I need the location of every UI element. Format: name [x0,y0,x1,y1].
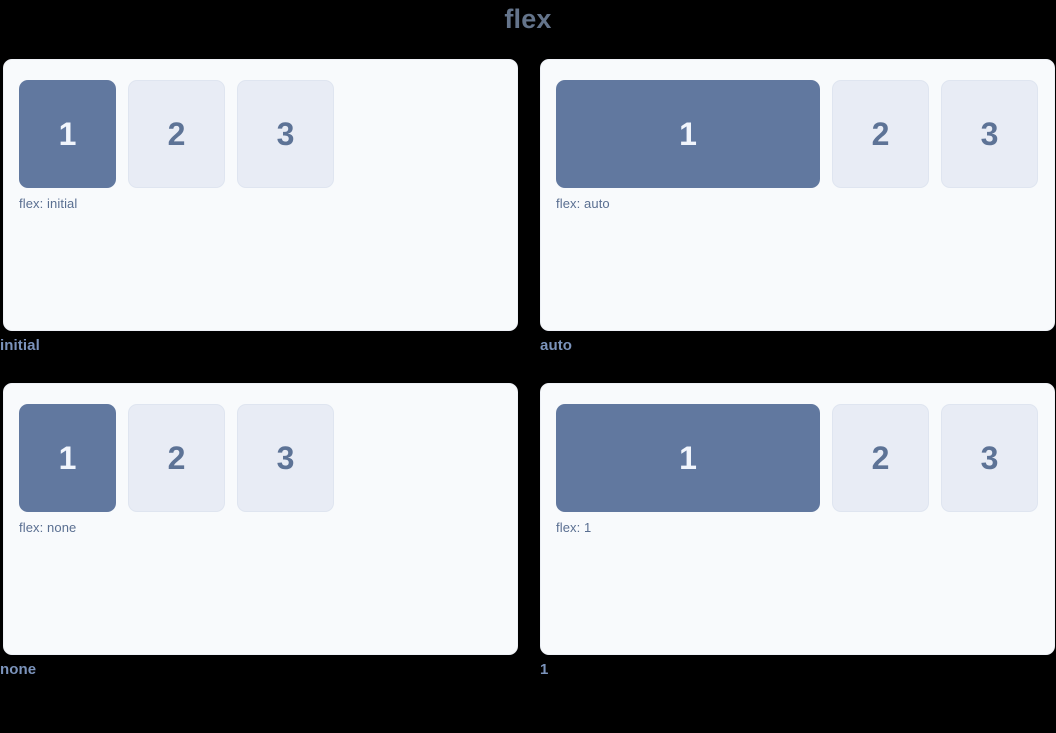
flex-item-3: 3 [941,404,1038,512]
flex-item-3: 3 [237,80,334,188]
flex-item-3: 3 [237,404,334,512]
page-title: flex [504,4,552,34]
demo-label-auto: auto [540,337,573,354]
demo-panel-none: 1 2 3 flex: none [3,383,518,655]
flex-item-3: 3 [941,80,1038,188]
panel-caption-one: flex: 1 [556,520,592,535]
demo-panel-auto: 1 2 3 flex: auto [540,59,1055,331]
flex-item-1: 1 [556,404,820,512]
demo-cell-auto: 1 2 3 flex: auto auto [540,59,1055,355]
flex-container-initial: 1 2 3 [19,80,501,188]
flex-item-2: 2 [832,404,929,512]
demo-label-one: 1 [540,661,549,678]
flex-item-1: 1 [556,80,820,188]
flex-container-one: 1 2 3 [556,404,1038,512]
flex-item-1: 1 [19,80,116,188]
demo-label-none: none [0,661,37,678]
demo-cell-initial: 1 2 3 flex: initial initial [0,59,518,355]
flex-demo-grid: 1 2 3 flex: initial initial 1 2 3 flex: … [0,59,1055,679]
flex-item-2: 2 [128,404,225,512]
panel-caption-auto: flex: auto [556,196,610,211]
flex-item-2: 2 [832,80,929,188]
demo-panel-initial: 1 2 3 flex: initial [3,59,518,331]
demo-panel-one: 1 2 3 flex: 1 [540,383,1055,655]
demo-label-initial: initial [0,337,40,354]
flex-item-2: 2 [128,80,225,188]
flex-item-1: 1 [19,404,116,512]
flex-container-auto: 1 2 3 [556,80,1038,188]
demo-cell-one: 1 2 3 flex: 1 1 [540,383,1055,679]
panel-caption-initial: flex: initial [19,196,78,211]
demo-cell-none: 1 2 3 flex: none none [0,383,518,679]
flex-container-none: 1 2 3 [19,404,501,512]
panel-caption-none: flex: none [19,520,77,535]
